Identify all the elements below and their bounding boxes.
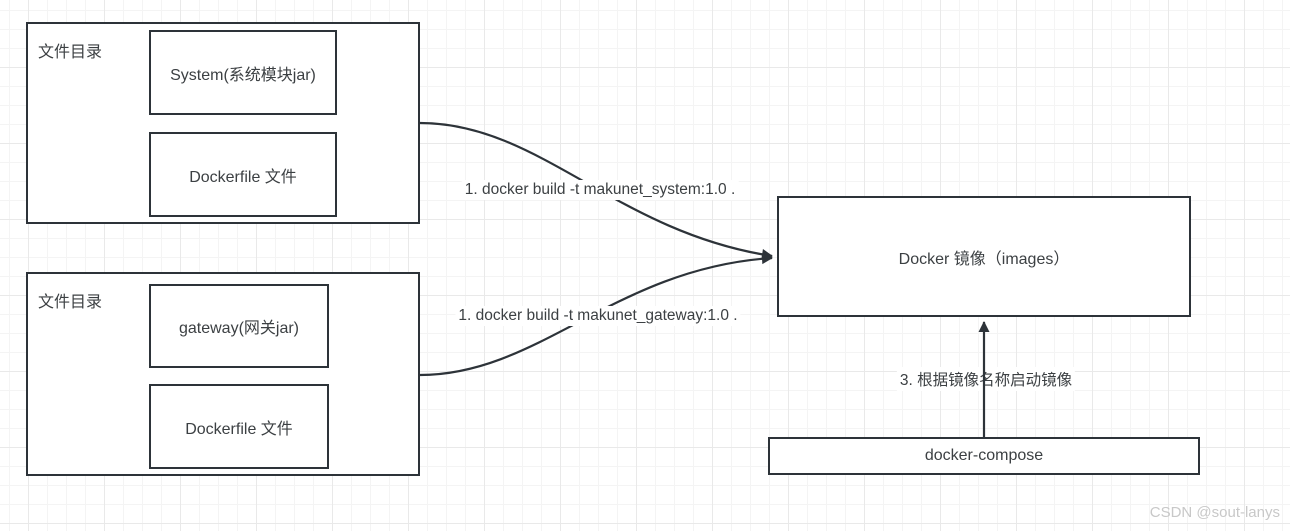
- node-docker-compose: docker-compose: [768, 437, 1200, 475]
- node-dockerfile-top: Dockerfile 文件: [149, 132, 337, 217]
- node-system-jar-label: System(系统模块jar): [170, 66, 316, 84]
- node-docker-images-label: Docker 镜像（images）: [898, 250, 1070, 268]
- node-system-jar: System(系统模块jar): [149, 30, 337, 115]
- node-dockerfile-top-label: Dockerfile 文件: [189, 168, 297, 186]
- node-gateway-jar: gateway(网关jar): [149, 284, 329, 368]
- node-docker-compose-label: docker-compose: [924, 447, 1044, 464]
- watermark: CSDN @sout-lanys: [1149, 504, 1280, 521]
- group-file-directory-system: 文件目录 System(系统模块jar) Dockerfile 文件: [26, 22, 420, 224]
- node-docker-images: Docker 镜像（images）: [777, 196, 1191, 317]
- node-gateway-jar-label: gateway(网关jar): [178, 320, 300, 337]
- edge-label-compose-start: 3. 根据镜像名称启动镜像: [896, 367, 1076, 391]
- node-dockerfile-bottom-label: Dockerfile 文件: [185, 420, 293, 438]
- edge-label-build-gateway: 1. docker build -t makunet_gateway:1.0 .: [455, 306, 741, 326]
- edge-label-build-system: 1. docker build -t makunet_system:1.0 .: [461, 180, 739, 200]
- group-label-bottom: 文件目录: [38, 294, 103, 311]
- node-dockerfile-bottom: Dockerfile 文件: [149, 384, 329, 469]
- group-label-top: 文件目录: [38, 44, 103, 61]
- group-file-directory-gateway: 文件目录 gateway(网关jar) Dockerfile 文件: [26, 272, 420, 476]
